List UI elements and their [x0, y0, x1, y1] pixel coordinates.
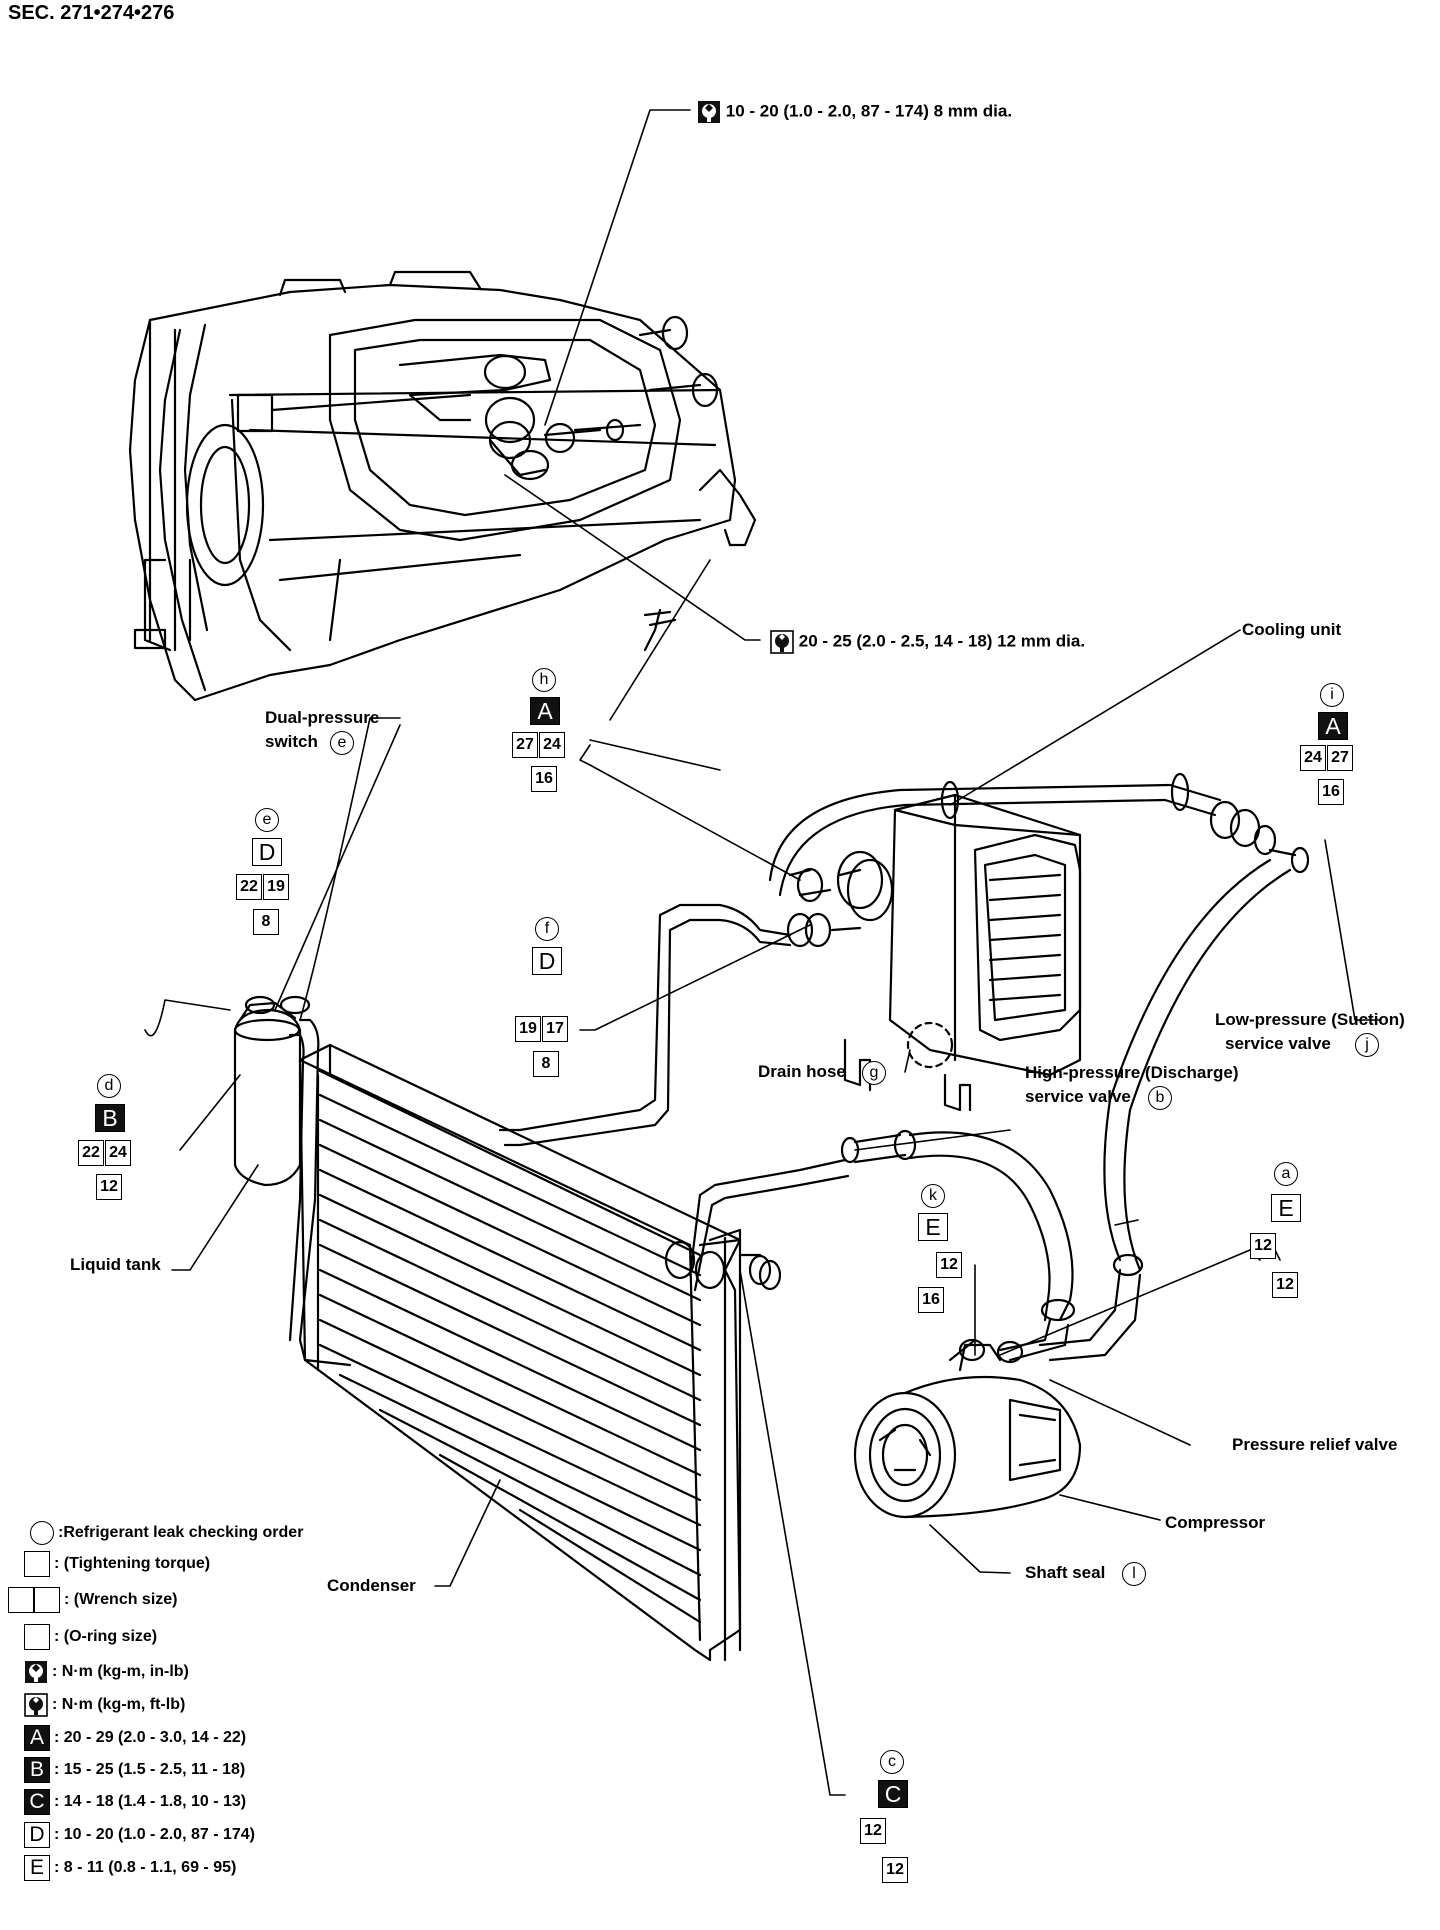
torque-d: B	[95, 1104, 125, 1132]
torque-wrench-icon	[698, 101, 720, 123]
order-a: a	[1274, 1162, 1298, 1186]
legend-double-square-b	[34, 1587, 60, 1613]
legend-torque-c: C : 14 - 18 (1.4 - 1.8, 10 - 13)	[24, 1789, 246, 1815]
torque-e: D	[252, 838, 282, 866]
label-low-pressure-1: Low-pressure (Suction)	[1215, 1010, 1405, 1029]
label-pressure-relief-valve: Pressure relief valve	[1232, 1435, 1398, 1454]
wrench-e-2: 19	[263, 874, 289, 900]
oring-e: 8	[253, 909, 279, 935]
wrench-k-1: 12	[936, 1252, 962, 1278]
liquid-tank	[233, 995, 352, 1367]
legend-oring-size: : (O-ring size)	[24, 1624, 157, 1650]
torque-wrench-open-icon	[24, 1693, 48, 1717]
leader-lines-top	[504, 109, 1241, 806]
legend-nm-ft-lb: : N·m (kg-m, ft-lb)	[24, 1693, 185, 1717]
order-b: b	[1148, 1086, 1172, 1110]
oring-k: 16	[918, 1287, 944, 1313]
label-high-pressure-1: High-pressure (Discharge)	[1025, 1063, 1239, 1082]
torque-wrench-icon	[25, 1661, 47, 1683]
label-high-pressure-2: service valve	[1025, 1087, 1131, 1106]
wrench-i-2: 27	[1327, 745, 1353, 771]
label-liquid-tank: Liquid tank	[70, 1255, 161, 1274]
order-f: f	[535, 917, 559, 941]
refrigerant-pipes	[498, 772, 1310, 1362]
torque-note-upper-text: 10 - 20 (1.0 - 2.0, 87 - 174) 8 mm dia.	[725, 101, 1013, 121]
wrench-f-2: 17	[542, 1016, 568, 1042]
oring-d: 12	[96, 1174, 122, 1200]
order-g: g	[862, 1061, 886, 1085]
section-title: SEC. 271•274•276	[8, 2, 175, 24]
oring-c: 12	[882, 1857, 908, 1883]
legend-tightening-torque: : (Tightening torque)	[24, 1551, 210, 1577]
label-condenser: Condenser	[327, 1576, 416, 1595]
legend-torque-a: A : 20 - 29 (2.0 - 3.0, 14 - 22)	[24, 1725, 246, 1751]
order-l: l	[1122, 1562, 1146, 1586]
label-low-pressure-2: service valve	[1225, 1034, 1331, 1053]
order-e: e	[255, 808, 279, 832]
cooling-unit	[836, 793, 1082, 1112]
order-j: j	[1355, 1033, 1379, 1057]
legend-torque-d: D : 10 - 20 (1.0 - 2.0, 87 - 174)	[24, 1822, 255, 1848]
torque-k: E	[918, 1213, 948, 1241]
oring-i: 16	[1318, 779, 1344, 805]
wrench-h-1: 27	[512, 732, 538, 758]
label-compressor: Compressor	[1165, 1513, 1266, 1532]
wrench-f-1: 19	[515, 1016, 541, 1042]
torque-c: C	[878, 1780, 908, 1808]
torque-note-upper: 10 - 20 (1.0 - 2.0, 87 - 174) 8 mm dia.	[697, 100, 1012, 124]
condenser	[298, 1043, 782, 1662]
label-dual-pressure-1: Dual-pressure	[265, 708, 380, 727]
label-dual-pressure-2: switch	[265, 732, 318, 751]
torque-note-lower-text: 20 - 25 (2.0 - 2.5, 14 - 18) 12 mm dia.	[798, 631, 1086, 651]
legend-order: :Refrigerant leak checking order	[30, 1521, 303, 1545]
wrench-h-2: 24	[539, 732, 565, 758]
legend-square-symbol-2	[24, 1624, 50, 1650]
legend-wrench-size: : (Wrench size)	[8, 1587, 178, 1613]
torque-f: D	[532, 947, 562, 975]
wrench-i-1: 24	[1300, 745, 1326, 771]
wrench-e-1: 22	[236, 874, 262, 900]
wrench-d-1: 22	[78, 1140, 104, 1166]
torque-h: A	[530, 697, 560, 725]
legend-torque-e: E : 8 - 11 (0.8 - 1.1, 69 - 95)	[24, 1855, 236, 1881]
legend-circle-symbol	[30, 1521, 54, 1545]
legend-nm-in-lb: : N·m (kg-m, in-lb)	[24, 1660, 189, 1684]
legend-torque-b: B : 15 - 25 (1.5 - 2.5, 11 - 18)	[24, 1757, 245, 1783]
label-drain-hose: Drain hose	[758, 1062, 846, 1081]
wrench-c-1: 12	[860, 1818, 886, 1844]
oring-f: 8	[533, 1051, 559, 1077]
wrench-a-1: 12	[1250, 1233, 1276, 1259]
torque-i: A	[1318, 712, 1348, 740]
legend-double-square-a	[8, 1587, 34, 1613]
wrench-d-2: 24	[105, 1140, 131, 1166]
torque-note-lower: 20 - 25 (2.0 - 2.5, 14 - 18) 12 mm dia.	[770, 630, 1085, 654]
order-e-switch: e	[330, 731, 354, 755]
order-k: k	[921, 1184, 945, 1208]
oring-a: 12	[1272, 1272, 1298, 1298]
label-cooling-unit: Cooling unit	[1242, 620, 1342, 639]
evaporator-housing	[128, 270, 757, 702]
torque-a: E	[1271, 1194, 1301, 1222]
legend-square-symbol	[24, 1551, 50, 1577]
order-i: i	[1320, 683, 1344, 707]
torque-wrench-open-icon	[770, 630, 794, 654]
compressor	[853, 1338, 1082, 1519]
order-c: c	[880, 1750, 904, 1774]
order-d: d	[97, 1074, 121, 1098]
oring-h: 16	[531, 766, 557, 792]
order-h: h	[532, 668, 556, 692]
label-shaft-seal: Shaft seal	[1025, 1563, 1106, 1582]
